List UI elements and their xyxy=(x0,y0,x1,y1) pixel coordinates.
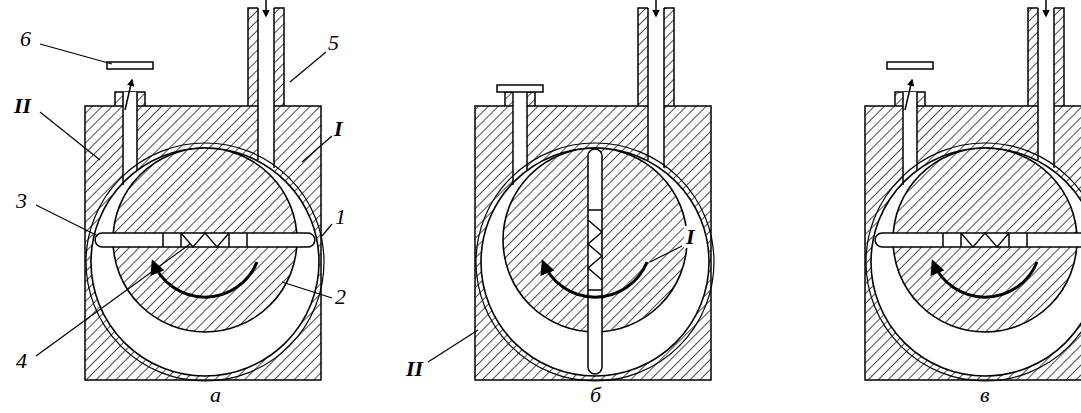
leader-line xyxy=(40,44,112,64)
vane-pump xyxy=(865,0,1081,381)
panel-caption: а xyxy=(208,384,223,406)
callout-number: 3 xyxy=(14,190,29,212)
leader-line xyxy=(36,244,190,356)
leader-line xyxy=(428,330,478,362)
leader-line xyxy=(36,205,98,236)
callout-number: 6 xyxy=(18,28,33,50)
callout-number: 2 xyxy=(333,286,348,308)
leader-line xyxy=(40,112,100,160)
leader-line xyxy=(322,224,332,236)
region-label: I xyxy=(332,118,345,140)
panel-caption: в xyxy=(978,384,992,406)
callout-number: 1 xyxy=(333,206,348,228)
vane-pump xyxy=(85,0,324,381)
callout-number: 4 xyxy=(14,350,29,372)
panel-caption: б xyxy=(588,384,603,406)
leader-line xyxy=(282,282,332,298)
region-label: II xyxy=(12,95,33,117)
callout-number: 5 xyxy=(326,32,341,54)
leader-line xyxy=(650,246,682,262)
region-label: I xyxy=(684,226,697,248)
region-label: II xyxy=(404,358,425,380)
leader-line xyxy=(290,52,326,82)
leader-line xyxy=(302,136,332,162)
vane-pump xyxy=(475,0,714,381)
